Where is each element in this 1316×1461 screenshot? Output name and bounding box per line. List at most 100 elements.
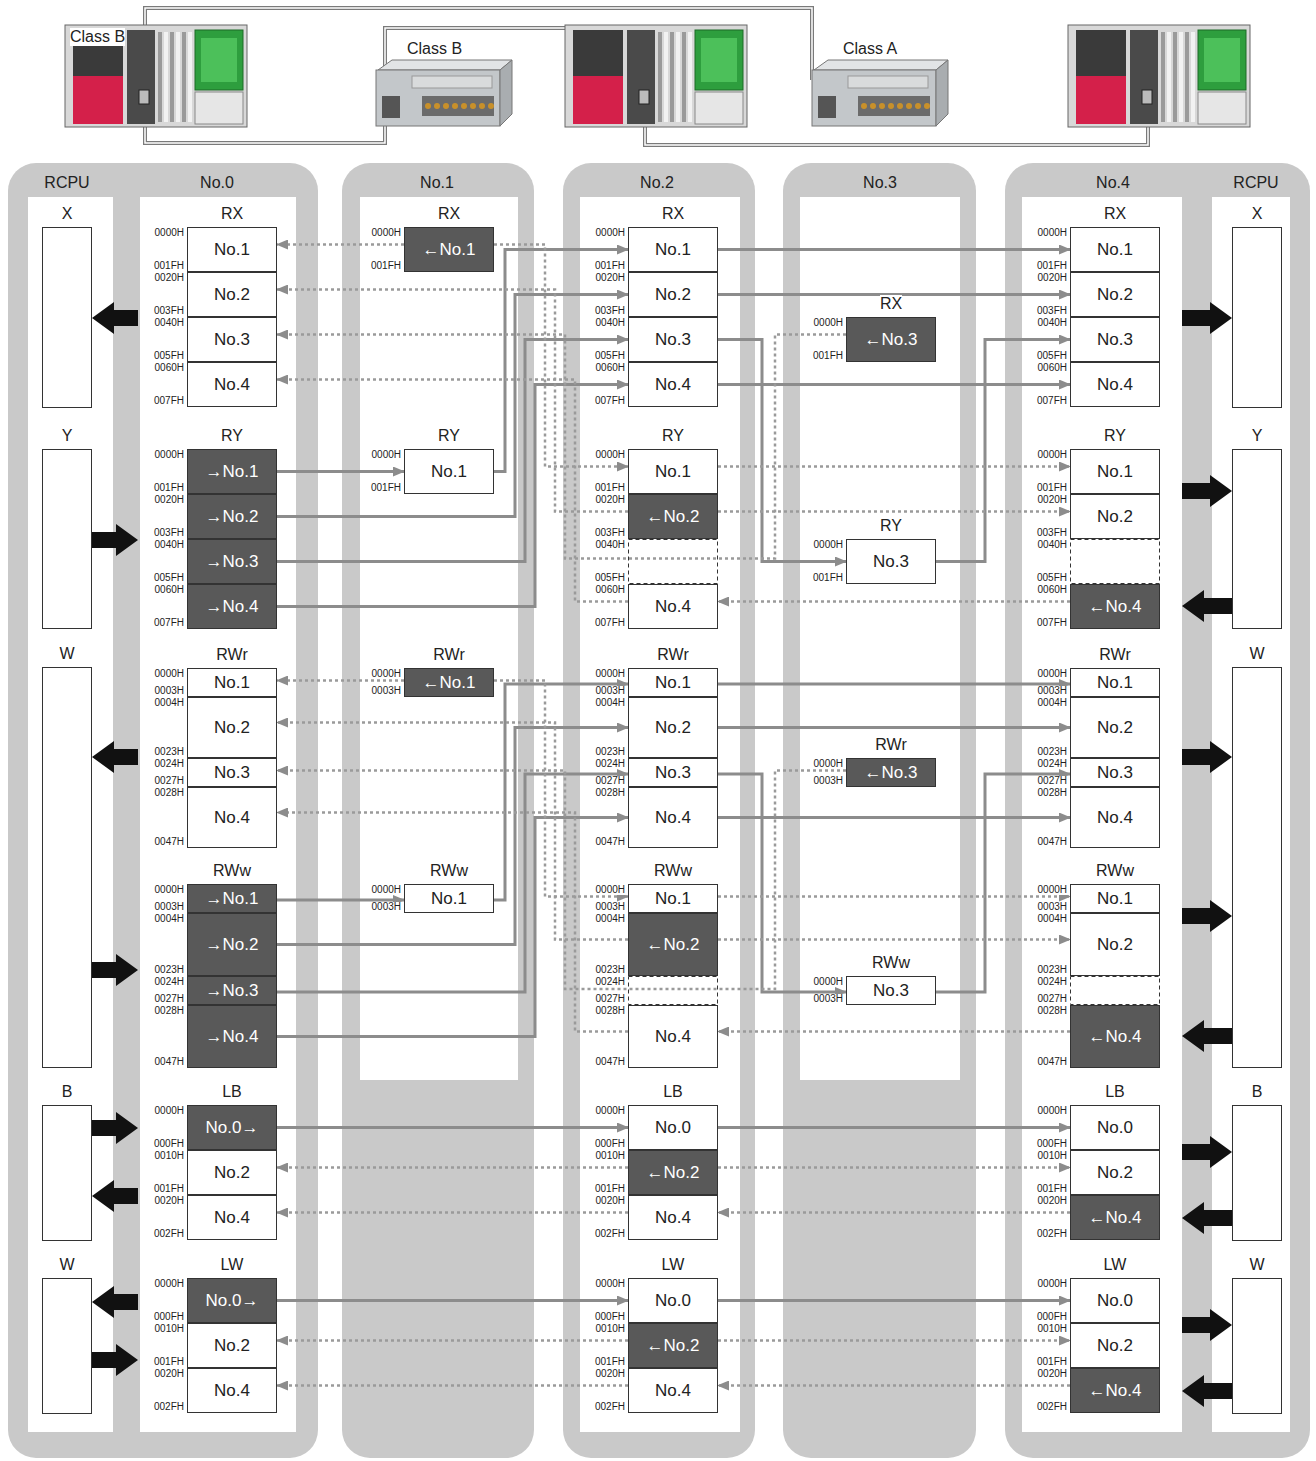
device-column: [360, 197, 518, 1080]
io-board: [195, 30, 243, 90]
address-label: 0003H: [596, 902, 625, 912]
link-device-cell: No.2: [1070, 697, 1160, 758]
link-device-cell: No.1: [628, 884, 718, 913]
link-device-cell: →No.2: [187, 494, 277, 539]
link-device-cell: →No.4: [187, 1005, 277, 1068]
transient-data-arrow: [277, 1339, 628, 1342]
cell-text: No.1: [655, 240, 691, 260]
cpu-device-box: B: [1232, 1105, 1282, 1241]
station-panel: No.3←No.3No.3←No.3No.3: [783, 163, 976, 1458]
refresh-arrow: [92, 1344, 138, 1376]
cell-text: No.2: [214, 285, 250, 305]
address-label: 0027H: [1038, 994, 1067, 1004]
station-class-label: Class B: [70, 28, 125, 46]
address-label: 0000H: [1038, 1279, 1067, 1289]
address-label: 0020H: [596, 273, 625, 283]
cell-text: No.3: [873, 552, 909, 572]
address-label: 0010H: [1038, 1324, 1067, 1334]
io-module: [1198, 92, 1246, 124]
transient-data-arrow: [718, 1030, 1070, 1033]
address-label: 0024H: [596, 977, 625, 987]
cell-text: No.2: [214, 718, 250, 738]
link-device-cell: No.1: [187, 227, 277, 272]
data-flow-arrow: [277, 470, 404, 473]
cell-text: No.2: [214, 1163, 250, 1183]
address-label: 0000H: [596, 228, 625, 238]
link-device-cell: No.2: [628, 697, 718, 758]
cell-text: No.4: [655, 808, 691, 828]
station-class-label: Class B: [407, 40, 462, 58]
address-label: 0010H: [155, 1324, 184, 1334]
cell-text: No.3: [1097, 330, 1133, 350]
address-label: 0010H: [596, 1151, 625, 1161]
link-device-cell: →No.2: [187, 913, 277, 976]
address-label: 003FH: [595, 306, 625, 316]
address-label: 001FH: [1037, 483, 1067, 493]
address-label: 007FH: [595, 396, 625, 406]
data-flow-arrow: [718, 383, 1070, 386]
address-label: 0003H: [1038, 902, 1067, 912]
link-device-cell: No.4: [628, 1368, 718, 1413]
cell-text: No.2: [1097, 1163, 1133, 1183]
network-port: [818, 96, 836, 118]
address-label: 0000H: [596, 669, 625, 679]
terminal-block: [422, 96, 494, 116]
address-label: 0040H: [596, 540, 625, 550]
cell-text: No.1: [655, 462, 691, 482]
cell-text: No.0→: [206, 1291, 259, 1311]
address-label: 005FH: [595, 573, 625, 583]
refresh-arrow: [1182, 590, 1232, 622]
cell-text: ←No.1: [423, 673, 476, 693]
link-device-cell: No.0: [628, 1278, 718, 1323]
cpu-module-cover: [573, 76, 623, 124]
address-label: 002FH: [595, 1229, 625, 1239]
cell-text: No.0: [655, 1118, 691, 1138]
data-flow-arrow: [277, 774, 628, 992]
link-device-cell: No.4: [1070, 362, 1160, 407]
remote-module: [812, 70, 936, 126]
network-port: [639, 90, 649, 104]
area-heading: RY: [662, 427, 684, 445]
address-label: 007FH: [1037, 396, 1067, 406]
address-label: 001FH: [154, 1184, 184, 1194]
refresh-arrow: [92, 302, 138, 334]
io-slot: [1179, 32, 1183, 122]
cell-text: No.4: [214, 1381, 250, 1401]
address-label: 002FH: [1037, 1229, 1067, 1239]
plc-rack: [1068, 25, 1250, 127]
address-label: 0000H: [155, 228, 184, 238]
address-label: 0020H: [155, 1369, 184, 1379]
terminal-screw: [434, 103, 440, 109]
address-label: 0023H: [1038, 747, 1067, 757]
station-heading: RCPU: [1233, 174, 1278, 192]
cell-text: No.4: [214, 808, 250, 828]
address-label: 0020H: [596, 1196, 625, 1206]
address-label: 003FH: [1037, 528, 1067, 538]
refresh-arrow: [1182, 1309, 1232, 1341]
cell-text: No.1: [431, 462, 467, 482]
io-slot: [1167, 32, 1171, 122]
address-label: 0000H: [596, 1279, 625, 1289]
transient-data-arrow: [494, 245, 628, 467]
link-device-cell: ←No.4: [1070, 584, 1160, 629]
terminal-screw: [897, 103, 903, 109]
io-slot: [1161, 32, 1165, 122]
link-device-cell: No.4: [628, 1005, 718, 1068]
link-device-cell: →No.1: [187, 449, 277, 494]
link-device-cell: No.0: [628, 1105, 718, 1150]
address-label: 000FH: [1037, 1312, 1067, 1322]
cell-text: No.1: [655, 889, 691, 909]
data-flow-arrow: [718, 726, 1070, 729]
device-heading: W: [1249, 645, 1264, 663]
address-label: 003FH: [1037, 306, 1067, 316]
refresh-arrow: [92, 954, 138, 986]
data-flow-arrow: [718, 340, 846, 562]
address-label: 000FH: [1037, 1139, 1067, 1149]
cell-text: No.2: [655, 285, 691, 305]
address-label: 001FH: [154, 483, 184, 493]
cpu-device-box: X: [1232, 227, 1282, 408]
address-label: 0023H: [155, 965, 184, 975]
station-panel-ground: [8, 163, 318, 1458]
cell-text: →No.3: [206, 981, 259, 1001]
transient-data-arrow: [718, 1166, 1070, 1169]
